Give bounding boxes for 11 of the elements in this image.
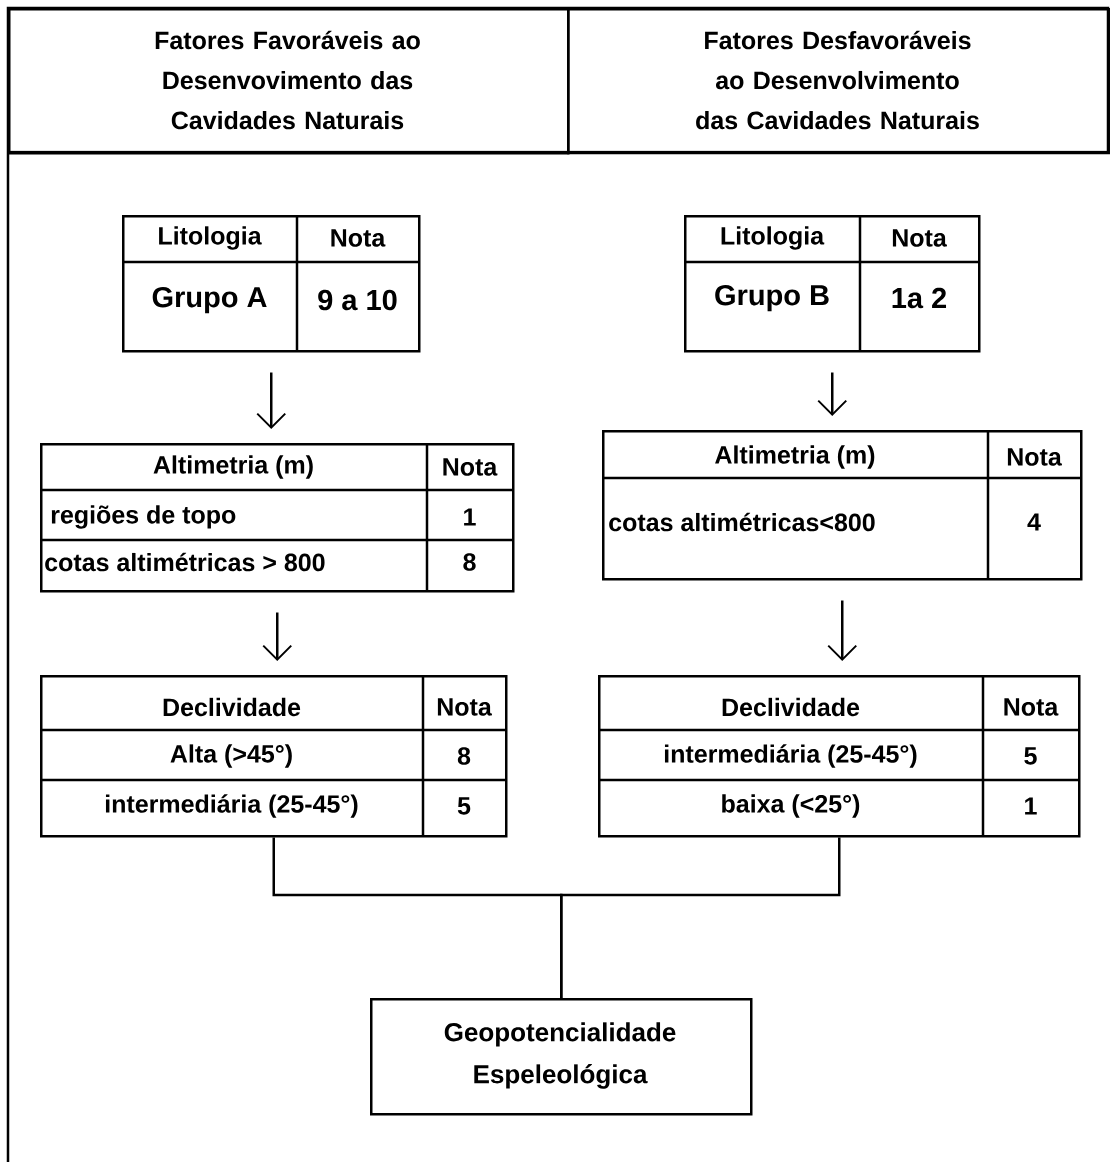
data-table: Altimetria (m) Nota regiões de topo 1 cotas altimétricas > 800 8 bbox=[40, 443, 515, 593]
data-table: Altimetria (m) Nota cotas altimétricas<800 4 bbox=[602, 430, 1083, 581]
header-cell: Fatores Favoráveis ao Desenvovimento das Cavidades Naturais bbox=[8, 8, 570, 155]
data-table: Litologia Nota Grupo B 1a 2 bbox=[684, 215, 981, 353]
data-table: Litologia Nota Grupo A 9 a 10 bbox=[122, 215, 421, 353]
data-table: Declividade Nota Alta (>45°) 8 intermediária (25-45°) 5 bbox=[40, 675, 508, 838]
data-table: Declividade Nota intermediária (25-45°) 5 baixa (<25°) 1 bbox=[598, 675, 1081, 838]
arrow bbox=[827, 600, 858, 661]
result-box: Geopotencialidade Espeleológica bbox=[370, 998, 753, 1116]
header-cell: Fatores Desfavoráveis ao Desenvolvimento das Cavidades Naturais bbox=[567, 8, 1110, 155]
connector-line bbox=[560, 837, 841, 998]
